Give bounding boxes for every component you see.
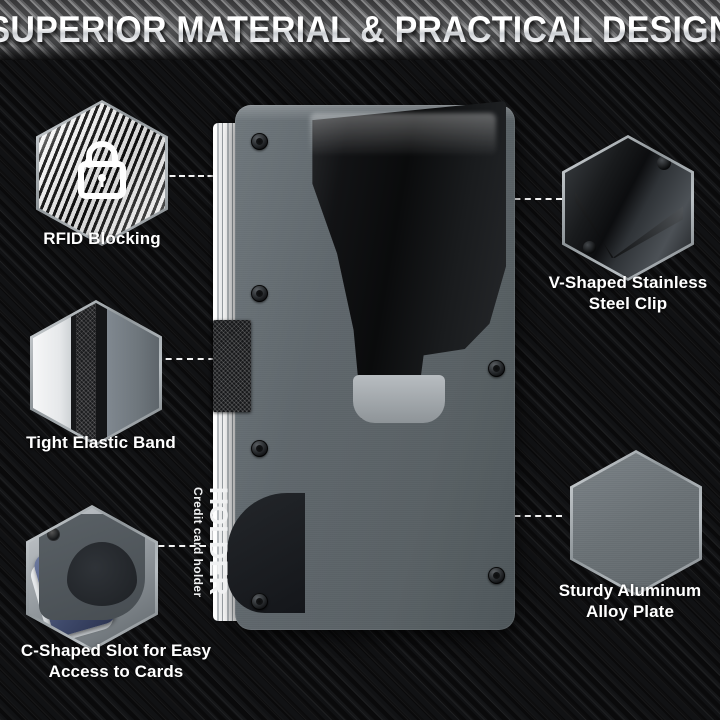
brand-subtitle: Credit card holder bbox=[191, 487, 205, 598]
feature-label-c-shaped-slot: C-Shaped Slot for Easy Access to Cards bbox=[20, 641, 212, 681]
screw-top-left bbox=[251, 133, 268, 150]
screw-bottom-left bbox=[251, 593, 268, 610]
brand-engraving: HOLDER Credit card holder bbox=[191, 487, 232, 607]
feature-badge-v-shaped-clip bbox=[562, 135, 694, 281]
aluminum-plate-swatch bbox=[573, 453, 699, 593]
card-slot-swatch bbox=[29, 508, 155, 648]
feature-label-rfid-blocking: RFID Blocking bbox=[43, 229, 161, 248]
connector-line-elastic bbox=[155, 358, 225, 360]
clip-highlight bbox=[310, 113, 496, 155]
steel-clip-swatch bbox=[565, 138, 691, 278]
feature-badge-tight-elastic-band bbox=[30, 300, 162, 446]
feature-label-tight-elastic-band: Tight Elastic Band bbox=[26, 433, 176, 452]
elastic-band-swatch bbox=[33, 303, 159, 443]
lock-icon bbox=[78, 141, 126, 200]
elastic-band bbox=[213, 320, 251, 412]
clip-foot bbox=[353, 375, 445, 423]
connector-line-cslot bbox=[148, 545, 258, 547]
page-title: SUPERIOR MATERIAL & PRACTICAL DESIGN bbox=[0, 9, 720, 51]
feature-badge-rfid-blocking bbox=[36, 100, 168, 246]
connector-line-rfid bbox=[160, 175, 242, 177]
feature-label-v-shaped-clip: V-Shaped Stainless Steel Clip bbox=[548, 273, 708, 313]
feature-badge-aluminum-plate bbox=[570, 450, 702, 596]
screw-lower-left bbox=[251, 440, 268, 457]
feature-badge-c-shaped-slot bbox=[26, 505, 158, 651]
header-band: SUPERIOR MATERIAL & PRACTICAL DESIGN bbox=[0, 0, 720, 60]
feature-label-aluminum-plate: Sturdy Aluminum Alloy Plate bbox=[558, 581, 702, 621]
brand-name: HOLDER bbox=[204, 487, 232, 596]
product-wallet: HOLDER Credit card holder bbox=[191, 101, 515, 635]
screw-bottom-right bbox=[488, 567, 505, 584]
screw-mid-left bbox=[251, 285, 268, 302]
screw-mid-right bbox=[488, 360, 505, 377]
